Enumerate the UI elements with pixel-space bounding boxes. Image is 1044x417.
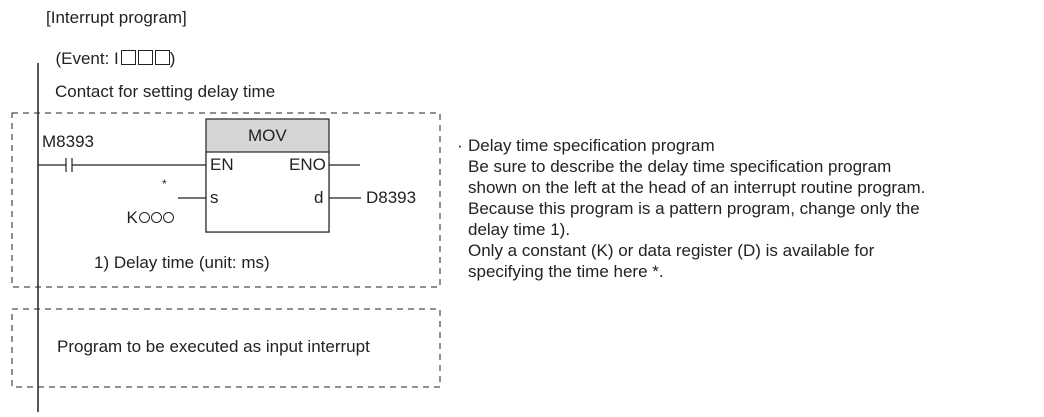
constant-value: K (117, 188, 174, 228)
pin-en: EN (210, 155, 234, 174)
constant-asterisk: * (162, 177, 167, 191)
description: · Delay time specification program Be su… (457, 135, 926, 282)
digit-circle-icon (162, 212, 174, 223)
pin-eno: ENO (289, 155, 326, 174)
event-prefix: (Event: I (55, 49, 119, 68)
pin-s: s (210, 188, 219, 207)
constant-prefix: K (126, 208, 138, 227)
description-line: shown on the left at the head of an inte… (468, 178, 926, 197)
delay-setting-frame (11, 112, 441, 288)
bullet: · (457, 136, 463, 155)
description-line: specifying the time here *. (468, 262, 664, 281)
delay-note: 1) Delay time (unit: ms) (94, 253, 270, 272)
mov-block-body (205, 151, 330, 233)
description-line: Be sure to describe the delay time speci… (468, 157, 892, 176)
pin-d: d (314, 188, 324, 207)
description-heading: Delay time specification program (468, 136, 715, 155)
interrupt-program-frame (11, 308, 441, 388)
description-line: delay time 1). (468, 220, 571, 239)
placeholder-box-icon (120, 50, 136, 65)
instruction-name: MOV (248, 126, 287, 145)
header-title: [Interrupt program] (46, 8, 187, 27)
event-label: (Event: I) (46, 29, 175, 69)
event-suffix: ) (169, 49, 176, 68)
placeholder-box-icon (154, 50, 170, 65)
description-line: Because this program is a pattern progra… (468, 199, 920, 218)
digit-circle-icon (150, 212, 162, 223)
digit-circle-icon (138, 212, 150, 223)
contact-label: Contact for setting delay time (55, 82, 276, 101)
placeholder-box-icon (137, 50, 153, 65)
program-box-label: Program to be executed as input interrup… (57, 337, 370, 356)
device-label: M8393 (42, 132, 94, 151)
destination-label: D8393 (366, 188, 417, 207)
description-line: Only a constant (K) or data register (D)… (468, 241, 875, 260)
